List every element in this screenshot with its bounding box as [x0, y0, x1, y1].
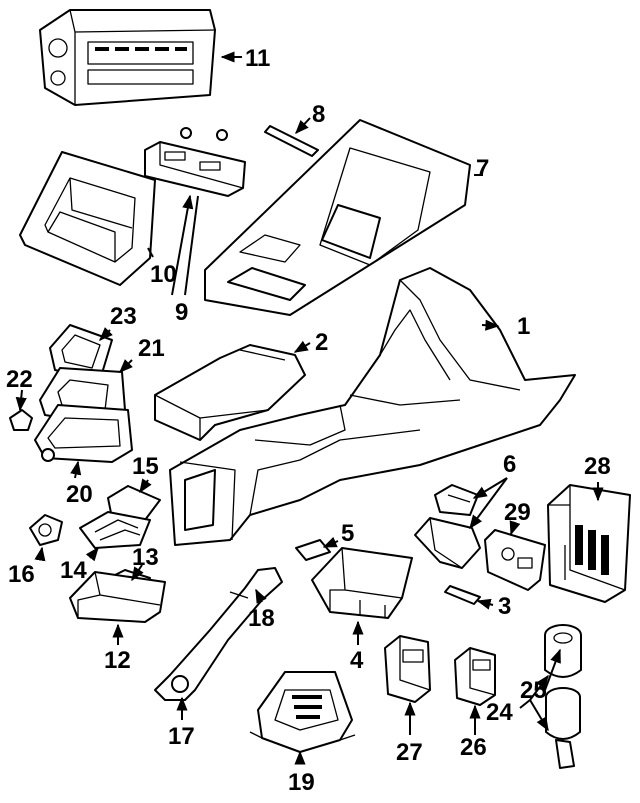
part-24-socket: [545, 687, 581, 769]
part-14-trim-panel: [79, 511, 151, 549]
part-22-switch: [9, 409, 33, 431]
callout-16: 16: [8, 561, 35, 588]
callout-26: 26: [460, 734, 487, 761]
callout-28: 28: [584, 453, 611, 480]
callout-8: 8: [312, 101, 325, 128]
callout-29: 29: [504, 499, 531, 526]
callout-22: 22: [6, 366, 33, 393]
callout-7: 7: [476, 155, 489, 182]
part-16-knob: [29, 514, 63, 546]
callout-9: 9: [175, 299, 188, 326]
part-29-trim-plate: [484, 529, 546, 591]
part-28-rear-vent: [547, 484, 631, 603]
callout-6: 6: [503, 451, 516, 478]
callout-17: 17: [168, 723, 195, 750]
callout-5: 5: [341, 520, 354, 547]
callout-14: 14: [60, 557, 87, 584]
part-1-center-console: [169, 267, 576, 546]
part-27-switch: [384, 635, 431, 703]
part-12-storage-tray: [69, 571, 166, 623]
callout-1: 1: [517, 313, 530, 340]
callout-10: 10: [150, 261, 177, 288]
callout-18: 18: [248, 605, 275, 632]
callout-3: 3: [498, 593, 511, 620]
callout-23: 23: [110, 303, 137, 330]
part-19-shifter-base: [249, 671, 356, 753]
part-8-trim-strip: [264, 125, 319, 157]
callout-21: 21: [138, 335, 165, 362]
part-2-armrest-lid: [154, 344, 306, 441]
part-26-switch: [454, 647, 496, 706]
part-4-console-bin: [311, 547, 413, 619]
callout-25: 25: [520, 677, 547, 704]
callout-15: 15: [132, 453, 159, 480]
part-17-shift-trim: [154, 567, 283, 701]
part-25-lighter: [544, 624, 582, 678]
callout-4: 4: [350, 647, 364, 674]
part-10-bezel: [19, 151, 156, 286]
part-7-console-upper-panel: [204, 119, 471, 316]
callout-11: 11: [245, 45, 270, 72]
callout-labels: 11 8 7 1 2 10 9 23 21 22 20 15 16 14 13 …: [6, 45, 611, 796]
callout-24: 24: [486, 699, 513, 726]
callout-13: 13: [132, 544, 159, 571]
callout-2: 2: [315, 329, 328, 356]
part-6-switch-bezel: [414, 484, 481, 569]
part-20-trim-ring: [34, 404, 133, 463]
callout-20: 20: [66, 481, 93, 508]
part-3-switch-strip: [444, 585, 481, 605]
part-5-clip: [295, 539, 331, 561]
part-9-vent-assembly: [144, 127, 246, 197]
callout-27: 27: [396, 739, 423, 766]
callout-12: 12: [104, 647, 131, 674]
part-23-bezel-frame: [49, 324, 113, 381]
callout-19: 19: [288, 769, 315, 796]
leader-lines: [15, 51, 604, 765]
part-11-climate-control-panel: [39, 9, 216, 106]
